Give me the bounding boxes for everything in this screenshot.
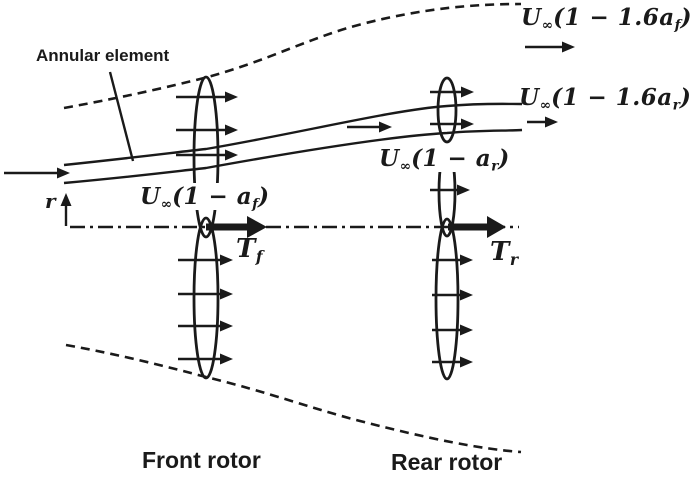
label-front-rotor: Front rotor xyxy=(142,447,261,473)
front-rotor-flow-arrows xyxy=(176,91,238,365)
stream-tube-boundaries xyxy=(63,2,522,454)
label-u-freestream-rear: U∞(1 − 1.6ar) xyxy=(519,84,692,114)
label-annular-element: Annular element xyxy=(36,46,170,65)
annular-streamlines xyxy=(63,102,523,185)
annular-leader-line xyxy=(108,71,135,162)
streamline-lower xyxy=(63,128,523,185)
front-rotor-disk xyxy=(192,75,220,380)
velocity-label-arrows xyxy=(347,41,575,133)
thrust-arrow-rear xyxy=(448,216,506,238)
label-u-freestream-front: U∞(1 − 1.6af) xyxy=(521,4,692,34)
streamline-upper xyxy=(63,102,523,167)
label-r-axis: r xyxy=(45,189,57,213)
label-u-disk-rear: U∞(1 − ar) xyxy=(376,145,513,173)
rear-rotor-flow-arrows xyxy=(430,86,474,368)
thrust-arrow-front xyxy=(206,216,267,238)
label-u-disk-front: U∞(1 − af) xyxy=(137,183,273,211)
lower-boundary-dashed xyxy=(65,343,522,454)
label-thrust-front: Tf xyxy=(236,234,263,266)
label-rear-rotor: Rear rotor xyxy=(391,449,503,475)
label-thrust-rear: Tr xyxy=(490,237,519,269)
